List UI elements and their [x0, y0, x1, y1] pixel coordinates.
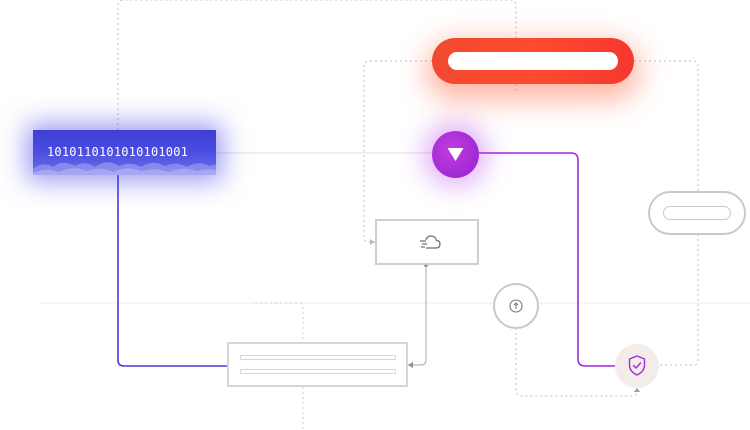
inactive-pill-node[interactable]	[648, 191, 746, 235]
pill-input-bar	[448, 52, 618, 70]
upload-node[interactable]	[493, 283, 539, 329]
binary-data-box: 1010110101010101001	[33, 130, 216, 175]
dotted-frame-top	[117, 0, 517, 130]
grey-pill-input-bar	[663, 206, 731, 220]
cloud-speed-icon	[420, 235, 441, 249]
security-node[interactable]	[615, 344, 659, 388]
dotted-upload-to-shield	[515, 303, 638, 397]
funnel-to-shield-line	[479, 152, 615, 367]
shield-check-icon	[628, 355, 646, 376]
document-box[interactable]	[227, 342, 408, 387]
dotted-arrowhead-cloud	[370, 239, 375, 245]
cloud-texture-decoration	[33, 162, 216, 175]
binary-sequence-text: 1010110101010101001	[47, 145, 189, 159]
document-line-1	[240, 355, 396, 360]
dotted-pill-to-cloud	[363, 60, 432, 243]
dotted-arrowhead-shield	[634, 388, 640, 392]
funnel-down-icon	[447, 148, 464, 161]
binary-to-doc-line	[117, 175, 227, 367]
cloud-service-box[interactable]	[375, 219, 479, 265]
upload-arrow-icon	[509, 299, 523, 313]
dotted-doc-top	[255, 302, 304, 342]
cloud-to-doc-line	[408, 265, 427, 366]
highlighted-pill-node[interactable]	[432, 38, 634, 84]
funnel-node[interactable]	[432, 131, 479, 178]
dotted-pill-to-shield	[634, 60, 699, 366]
document-line-2	[240, 369, 396, 374]
doc-arrowhead	[408, 362, 413, 368]
